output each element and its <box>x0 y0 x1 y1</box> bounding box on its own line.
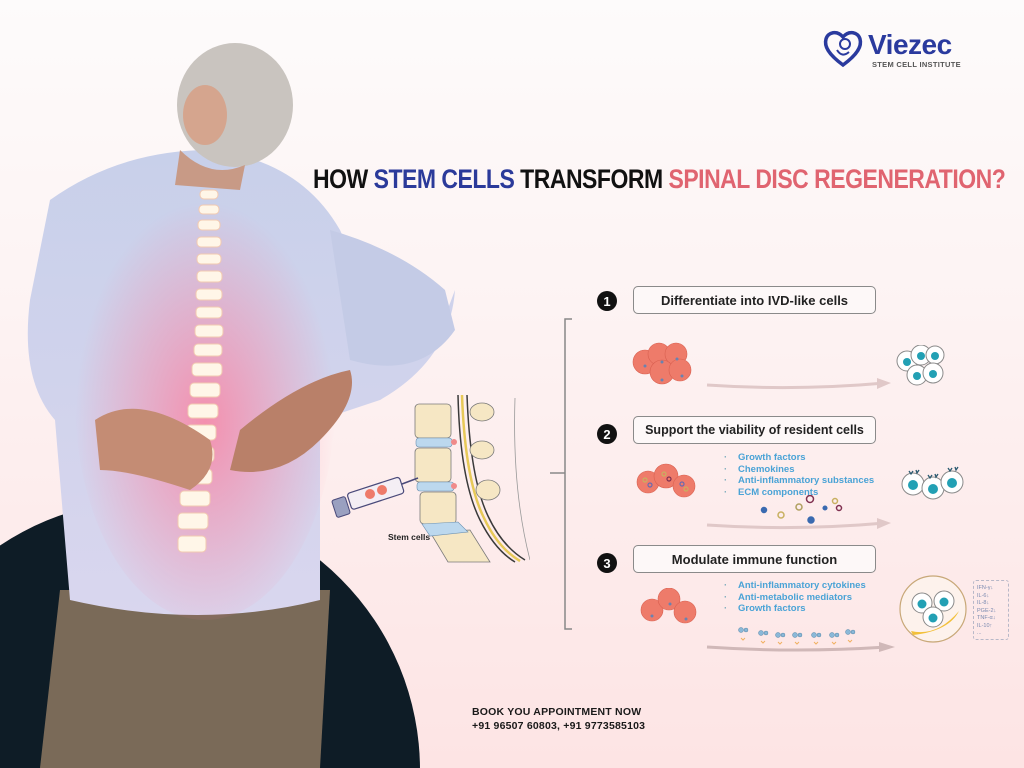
ivd-cells-icon <box>896 345 945 386</box>
cytokine-item: IL-10↑ <box>977 622 993 629</box>
syringe-icon <box>331 476 419 518</box>
step-3-bullet-list: Anti-inflammatory cytokines Anti-metabol… <box>724 580 866 615</box>
arrow-right-icon <box>706 378 891 390</box>
person-back-pain-photo <box>27 43 456 768</box>
bullet-item: Anti-metabolic mediators <box>724 592 866 604</box>
cytokine-item: IFN-γ↓ <box>977 585 994 591</box>
brand-name: Viezec <box>868 29 952 60</box>
arrow-right-icon <box>706 518 891 530</box>
bullet-item: Anti-inflammatory cytokines <box>724 580 866 592</box>
immune-modulation-cells-icon <box>899 575 967 643</box>
cytokine-item: ... <box>977 630 982 636</box>
step-2-number-badge: 2 <box>597 424 617 444</box>
title-part-spinal-disc: SPINAL DISC REGENERATION? <box>668 164 1006 194</box>
appointment-cta[interactable]: BOOK YOU APPOINTMENT NOW +91 96507 60803… <box>472 705 645 733</box>
bullet-item: ECM components <box>724 487 874 499</box>
bracket-connector <box>550 318 572 630</box>
title-part-how: HOW <box>313 164 374 194</box>
cytokine-item: PGE-2↓ <box>977 607 997 614</box>
cytokine-item: IL-6↓ <box>977 592 990 599</box>
bullet-item: Growth factors <box>724 452 874 464</box>
bullet-item: Growth factors <box>724 603 866 615</box>
brand-tagline: STEM CELL INSTITUTE <box>872 60 961 69</box>
step-2-bullet-list: Growth factors Chemokines Anti-inflammat… <box>724 452 874 498</box>
lumbar-spine-diagram <box>331 394 531 563</box>
secreted-molecules-icon <box>760 495 843 524</box>
bullet-item: Anti-inflammatory substances <box>724 475 874 487</box>
step-2-label: Support the viability of resident cells <box>633 416 876 444</box>
cta-phone-numbers[interactable]: +91 96507 60803, +91 9773585103 <box>472 720 646 732</box>
stem-cells-label: Stem cells <box>388 532 431 542</box>
heart-baby-logo-icon <box>823 30 863 68</box>
resident-cells-receptors-icon <box>901 466 964 500</box>
bullet-item: Chemokines <box>724 464 874 476</box>
page-title: HOW STEM CELLS TRANSFORM SPINAL DISC REG… <box>313 164 1006 195</box>
step-3-number-badge: 3 <box>597 553 617 573</box>
cta-heading: BOOK YOU APPOINTMENT NOW <box>472 706 642 718</box>
cytokine-item: TNF-α↓ <box>977 615 996 621</box>
step-1-number-badge: 1 <box>597 291 617 311</box>
stem-cell-cluster-icon <box>632 342 692 385</box>
stem-cell-trio-icon <box>640 588 697 624</box>
title-part-stem-cells: STEM CELLS <box>373 164 515 194</box>
cytokine-flow-arrow-icon <box>706 627 895 652</box>
title-part-transform: TRANSFORM <box>514 164 669 194</box>
stem-cells-secreting-icon <box>636 463 696 498</box>
cytokine-item: IL-8↓ <box>977 600 990 606</box>
cytokine-list-box: IFN-γ↓ IL-6↓ IL-8↓ PGE-2↓ TNF-α↓ IL-10↑ … <box>973 580 1009 640</box>
spine-injection-illustration: Stem cells <box>330 390 531 565</box>
step-1-label: Differentiate into IVD-like cells <box>633 286 876 314</box>
step-3-label: Modulate immune function <box>633 545 876 573</box>
viezec-logo[interactable]: Viezec STEM CELL INSTITUTE <box>822 28 972 72</box>
